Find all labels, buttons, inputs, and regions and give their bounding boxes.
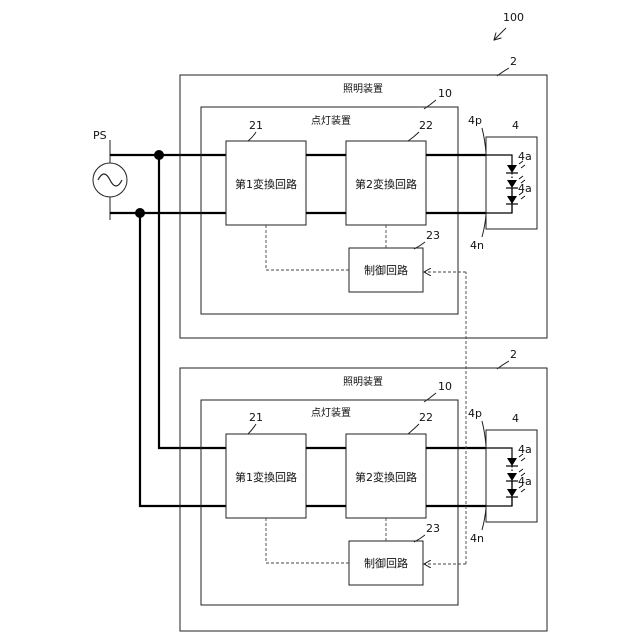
branch-line-live bbox=[159, 155, 232, 448]
second-converter-ref: 22 bbox=[419, 119, 433, 132]
conv1-ref-leader bbox=[248, 424, 256, 434]
branch-line-neutral bbox=[140, 213, 232, 506]
lighting-ref-leader bbox=[424, 393, 436, 402]
led-ref-b: 4a bbox=[518, 182, 532, 195]
control-circuit-label: 制御回路 bbox=[364, 556, 408, 570]
first-converter-label: 第1変換回路 bbox=[235, 470, 297, 484]
positive-terminal-ref: 4p bbox=[468, 407, 482, 420]
led-module-ref: 4 bbox=[512, 119, 519, 132]
lighting-circuit-ref: 10 bbox=[438, 87, 452, 100]
control-circuit-ref: 23 bbox=[426, 229, 440, 242]
pos-ref-leader bbox=[482, 128, 486, 153]
negative-terminal-ref: 4n bbox=[470, 239, 484, 252]
system-ref-label: 100 bbox=[503, 11, 524, 24]
lighting-device-ref: 2 bbox=[510, 55, 517, 68]
led-ref-b: 4a bbox=[518, 475, 532, 488]
junction-dot-live bbox=[154, 150, 164, 160]
second-converter-label: 第2変換回路 bbox=[355, 470, 417, 484]
control-circuit-ref: 23 bbox=[426, 522, 440, 535]
conv2-ref-leader bbox=[408, 132, 419, 141]
lighting-circuit-ref: 10 bbox=[438, 380, 452, 393]
led-ref-a: 4a bbox=[518, 443, 532, 456]
system-ref-arrow bbox=[494, 28, 506, 40]
first-converter-label: 第1変換回路 bbox=[235, 177, 297, 191]
positive-terminal-ref: 4p bbox=[468, 114, 482, 127]
power-source-label: PS bbox=[93, 129, 107, 142]
junction-dot-neutral bbox=[135, 208, 145, 218]
control-circuit-label: 制御回路 bbox=[364, 263, 408, 277]
control-signal-to-conv1 bbox=[266, 518, 349, 563]
neg-ref-leader bbox=[482, 508, 486, 530]
first-converter-ref: 21 bbox=[249, 119, 263, 132]
second-converter-ref: 22 bbox=[419, 411, 433, 424]
lighting-circuit-title: 点灯装置 bbox=[311, 114, 351, 127]
negative-terminal-ref: 4n bbox=[470, 532, 484, 545]
lighting-circuit-title: 点灯装置 bbox=[311, 406, 351, 419]
pos-ref-leader bbox=[482, 421, 486, 446]
lighting-device-unit-2: 照明装置 2 点灯装置 10 第1変換回路 21 第2変換回路 22 制御回路 … bbox=[180, 348, 547, 631]
led-module-ref: 4 bbox=[512, 412, 519, 425]
conv2-ref-leader bbox=[408, 424, 419, 434]
first-converter-ref: 21 bbox=[249, 411, 263, 424]
lighting-device-title: 照明装置 bbox=[343, 82, 383, 95]
led-ref-a: 4a bbox=[518, 150, 532, 163]
lighting-device-title: 照明装置 bbox=[343, 375, 383, 388]
lighting-device-ref: 2 bbox=[510, 348, 517, 361]
conv1-ref-leader bbox=[248, 132, 256, 141]
neg-ref-leader bbox=[482, 215, 486, 237]
lighting-device-unit-1: 照明装置 2 点灯装置 10 第1変換回路 21 第2変換回路 22 制御回路 … bbox=[180, 55, 547, 338]
control-signal-to-conv1 bbox=[266, 225, 349, 270]
second-converter-label: 第2変換回路 bbox=[355, 177, 417, 191]
lighting-ref-leader bbox=[424, 100, 436, 109]
